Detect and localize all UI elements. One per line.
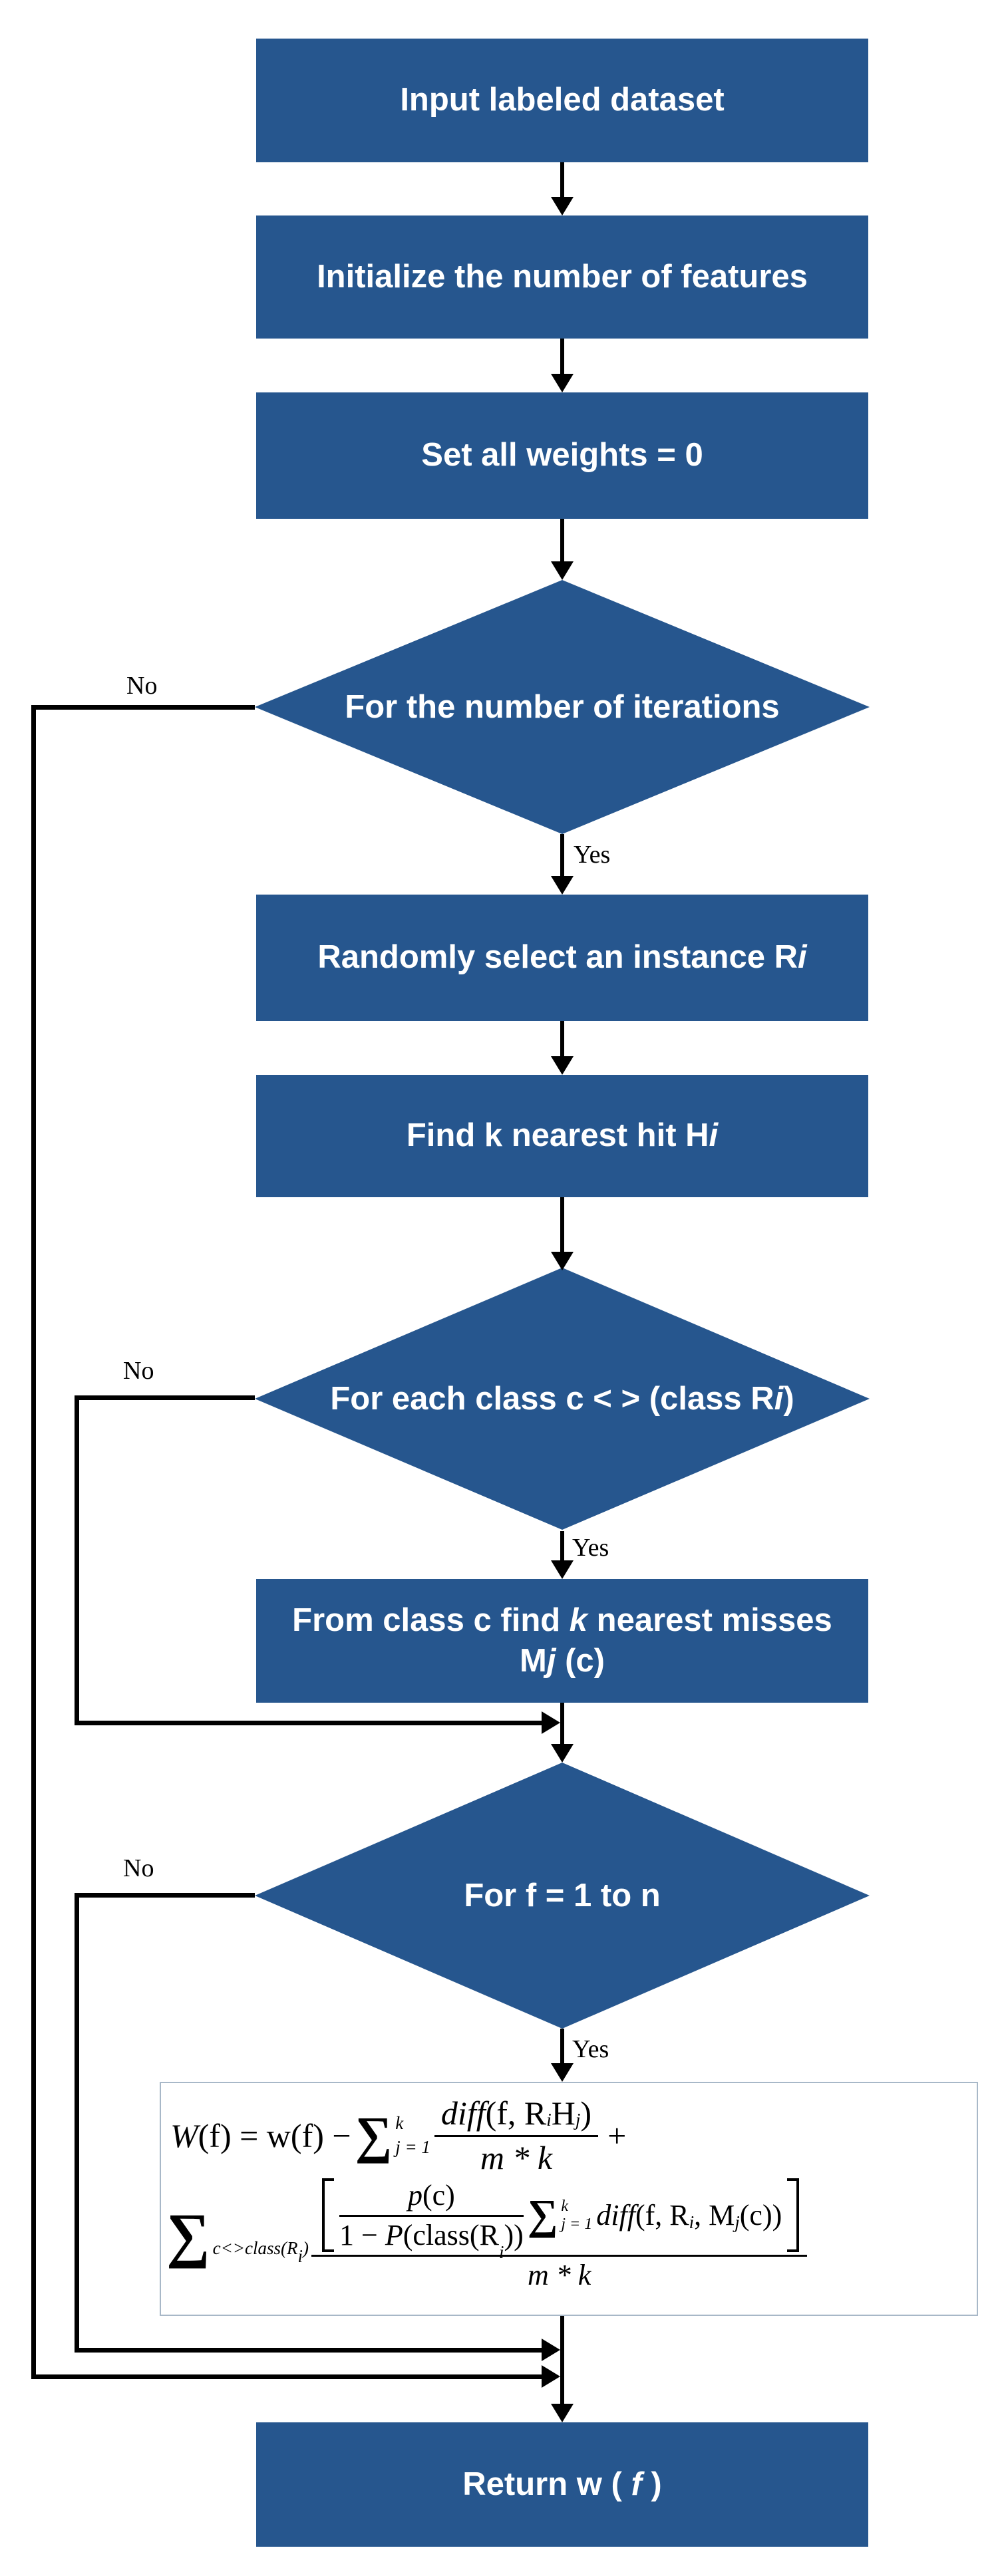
process-label-set-weights: Set all weights = 0 (421, 437, 703, 474)
loop-iterations-no-bottom (31, 2374, 542, 2379)
connector-forf-formula (560, 2029, 564, 2066)
process-label-input: Input labeled dataset (400, 82, 725, 118)
connector-weights-iterations (560, 519, 564, 564)
decision-iterations: For the number of iterations (255, 580, 870, 834)
formula-sum-classes: ∑ c<>class(Ri) (166, 2201, 309, 2269)
process-label-nearest-hits: Find k nearest hit Hi (406, 1117, 719, 1154)
loop-forf-no-rail (75, 1893, 79, 2353)
label-no-forf: No (123, 1854, 154, 1882)
process-box-initialize: Initialize the number of features (256, 215, 868, 339)
label-yes-eachclass: Yes (572, 1534, 609, 1562)
arrowhead-iterations-random (551, 876, 574, 895)
loop-iterations-no-rail (31, 705, 36, 2379)
arrowhead-input-initialize (551, 197, 574, 215)
decision-label-for-f: For f = 1 to n (464, 1878, 661, 1914)
label-yes-forf: Yes (572, 2035, 609, 2063)
arrowhead-eachclass-misses (551, 1560, 574, 1579)
process-box-set-weights: Set all weights = 0 (256, 392, 868, 519)
loop-iterations-no-top (31, 705, 255, 710)
loop-eachclass-no-top (75, 1395, 255, 1400)
decision-each-class: For each class c < > (class Ri) (255, 1268, 870, 1530)
loop-forf-no-bottom (75, 2348, 542, 2353)
decision-label-iterations: For the number of iterations (345, 689, 780, 725)
connector-input-initialize (560, 162, 564, 200)
label-yes-iterations: Yes (574, 841, 611, 869)
arrowhead-loop-forf (542, 2339, 560, 2361)
process-box-nearest-misses: From class c find k nearest misses Mj (c… (256, 1579, 868, 1703)
arrowhead-formula-return (551, 2404, 574, 2422)
right-bracket (787, 2178, 800, 2252)
arrowhead-initialize-weights (551, 374, 574, 392)
left-bracket (322, 2178, 335, 2252)
arrowhead-forf-formula (551, 2063, 574, 2082)
arrowhead-random-hits (551, 1056, 574, 1075)
formula-fraction-prior: p(c) 1 − P(class(Ri)) (339, 2179, 524, 2262)
arrowhead-misses-forf (551, 1744, 574, 1763)
formula-line-2: ∑ c<>class(Ri) p(c) 1 − P(class(Ri)) ∑ k… (166, 2178, 977, 2292)
connector-iterations-random (560, 834, 564, 879)
connector-hits-eachclass (560, 1197, 564, 1254)
label-no-iterations: No (126, 672, 158, 700)
process-box-return: Return w ( f ) (256, 2422, 868, 2547)
arrowhead-loop-eachclass (542, 1711, 560, 1734)
process-box-input: Input labeled dataset (256, 39, 868, 162)
connector-formula-return (560, 2316, 564, 2406)
arrowhead-weights-iterations (551, 561, 574, 580)
process-label-random-instance: Randomly select an instance Ri (317, 939, 807, 976)
loop-eachclass-no-rail (75, 1395, 79, 1725)
loop-eachclass-no-bottom (75, 1721, 542, 1725)
arrowhead-hits-eachclass (551, 1252, 574, 1270)
process-label-nearest-misses-line2: Mj (c) (520, 1643, 605, 1679)
process-label-initialize: Initialize the number of features (317, 258, 808, 295)
loop-forf-no-top (75, 1893, 255, 1898)
decision-for-f: For f = 1 to n (255, 1763, 870, 2029)
process-box-nearest-hits: Find k nearest hit Hi (256, 1075, 868, 1197)
process-label-return: Return w ( f ) (462, 2466, 662, 2502)
connector-initialize-weights (560, 339, 564, 376)
decision-label-each-class: For each class c < > (class Ri) (330, 1381, 794, 1417)
connector-random-hits (560, 1021, 564, 1059)
process-box-random-instance: Randomly select an instance Ri (256, 895, 868, 1021)
label-no-eachclass: No (123, 1357, 154, 1385)
arrowhead-loop-iterations (542, 2365, 560, 2388)
connector-misses-forf (560, 1703, 564, 1747)
process-label-nearest-misses-line1: From class c find k nearest misses (292, 1602, 832, 1638)
connector-eachclass-misses (560, 1531, 564, 1563)
